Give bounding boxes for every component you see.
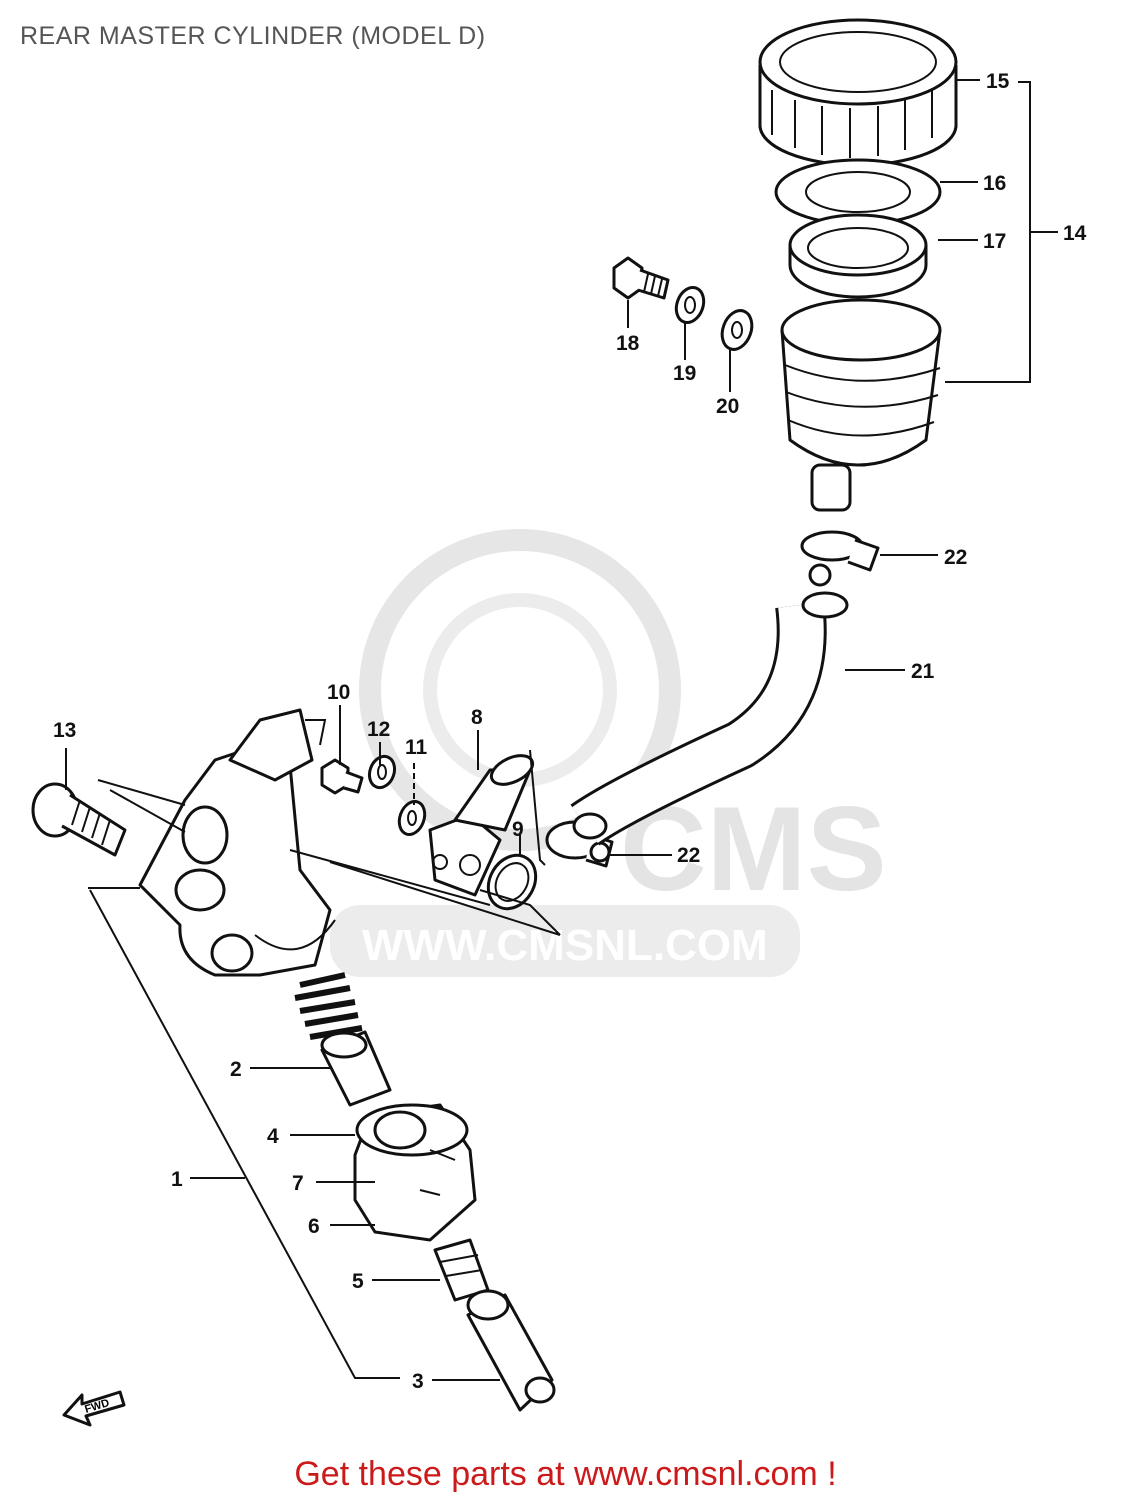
footer-link[interactable]: Get these parts at www.cmsnl.com !	[294, 1455, 837, 1493]
callout-13: 13	[53, 719, 76, 742]
page-title: REAR MASTER CYLINDER (MODEL D)	[20, 22, 486, 50]
clevis-3	[466, 1289, 556, 1412]
spring-2	[294, 972, 363, 1040]
reservoir-hose	[570, 591, 849, 846]
callout-17: 17	[983, 230, 1006, 253]
callout-2: 2	[230, 1058, 242, 1081]
piston-cup-2	[320, 1030, 392, 1107]
callout-3: 3	[412, 1370, 424, 1393]
bolt-18	[612, 256, 670, 300]
callout-12: 12	[367, 718, 390, 741]
callout-16: 16	[983, 172, 1006, 195]
piston-4	[353, 1103, 477, 1242]
reservoir-cap	[758, 18, 958, 167]
bolt-13	[31, 782, 127, 857]
watermark-url: WWW.CMSNL.COM	[362, 921, 768, 970]
callout-21: 21	[911, 660, 935, 683]
leader-lines	[65, 79, 1058, 1381]
callout-11: 11	[405, 736, 428, 759]
callout-6: 6	[308, 1215, 320, 1238]
washer-12	[367, 754, 397, 790]
callout-15: 15	[986, 70, 1010, 93]
callout-labels: 15 16 17 14 18 19 20 22 21 22 10 12 11 8…	[53, 70, 1087, 1393]
callout-22-lower: 22	[677, 844, 700, 867]
callout-9: 9	[512, 818, 524, 841]
callout-19: 19	[673, 362, 696, 385]
hose-fitting-8	[428, 754, 535, 897]
callout-5: 5	[352, 1270, 364, 1293]
washer-19	[674, 286, 706, 324]
master-cylinder-body	[138, 708, 336, 977]
callout-1: 1	[171, 1168, 183, 1191]
callout-22-upper: 22	[944, 546, 967, 569]
reservoir-diaphragm	[788, 213, 928, 299]
watermark-banner	[330, 905, 800, 977]
callout-4: 4	[267, 1125, 279, 1148]
callout-7: 7	[292, 1172, 304, 1195]
fwd-arrow: FWD	[62, 1390, 126, 1427]
reservoir-body	[780, 298, 942, 512]
callout-20: 20	[716, 395, 739, 418]
washer-20	[720, 309, 754, 351]
washer-11	[397, 800, 427, 836]
callout-14: 14	[1063, 222, 1087, 245]
callout-10: 10	[327, 681, 350, 704]
callout-8: 8	[471, 706, 483, 729]
bolt-10	[320, 758, 364, 795]
hose-clamp-upper	[800, 530, 880, 587]
callout-18: 18	[616, 332, 640, 355]
